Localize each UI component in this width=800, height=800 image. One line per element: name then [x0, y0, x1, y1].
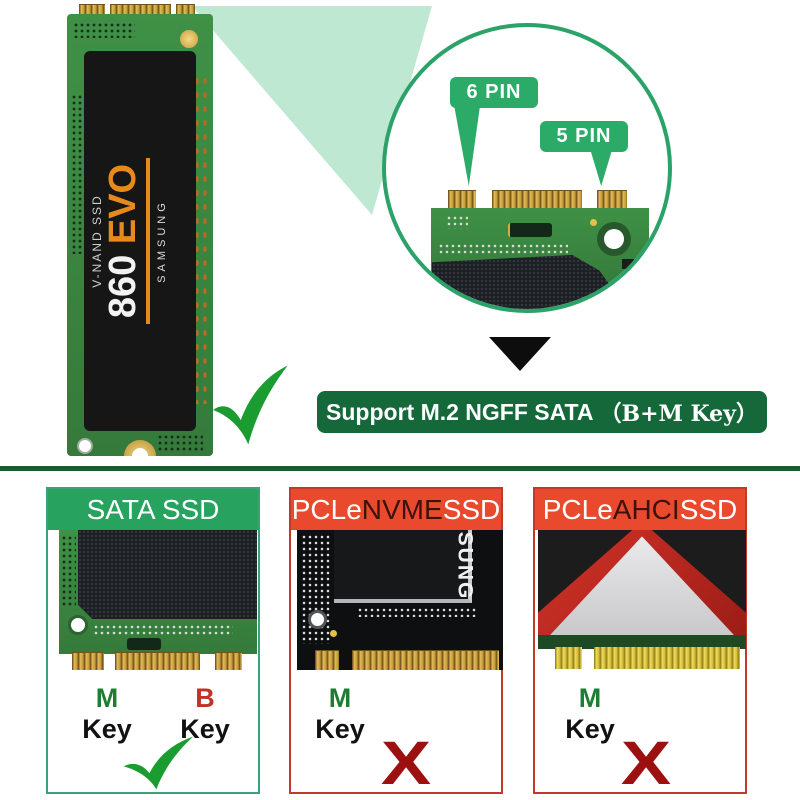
ssd-mounting-hole	[77, 438, 93, 454]
section-divider	[0, 466, 800, 471]
nvme-card-gold-dot	[330, 630, 337, 637]
ssd-gold-hole	[180, 30, 198, 48]
closeup-test-pads	[446, 215, 468, 229]
sata-card-pins-left	[72, 652, 104, 670]
sata-card-pins-middle	[115, 652, 200, 670]
nvme-card-pins-long	[352, 650, 499, 670]
check-icon	[123, 736, 194, 790]
panel-nvme-title-mid: NVME	[361, 493, 443, 525]
panel-ahci-title-post: SSD	[679, 493, 738, 525]
ahci-card-heatsink	[538, 530, 746, 637]
sata-card-connector-component	[127, 638, 161, 650]
magnifier-circle	[382, 23, 672, 313]
ssd-components-top	[73, 22, 135, 38]
ssd-pcb: V-NAND SSD 860 EVO SAMSUNG	[67, 14, 213, 456]
closeup-screw-hole	[604, 229, 624, 249]
panel-ahci-title-mid: AHCI	[612, 493, 680, 525]
ahci-heatsink-gray-fin	[544, 536, 740, 637]
ssd-label-text: V-NAND SSD 860 EVO SAMSUNG	[90, 71, 190, 411]
ssd-top-pins-middle	[110, 4, 171, 17]
sata-card-pcb	[59, 530, 257, 654]
down-arrow-icon	[489, 337, 551, 371]
m-key-letter: M	[95, 683, 119, 713]
ssd-photo: V-NAND SSD 860 EVO SAMSUNG	[67, 4, 213, 456]
m-key-word: Key	[82, 714, 132, 744]
panel-nvme-title-pre: PCLe	[291, 493, 362, 525]
closeup-edge-pad-2	[622, 285, 634, 295]
closeup-pins-5pin-group	[597, 190, 627, 212]
closeup-pins-middle-group	[492, 190, 582, 212]
ssd-model-number: 860	[102, 244, 144, 319]
ssd-top-pins-left	[79, 4, 105, 17]
nvme-card-pcb: SUNG	[297, 530, 503, 670]
nvme-card-pins-left	[315, 650, 339, 670]
key-label-b: B Key	[175, 685, 235, 743]
support-banner-text: Support M.2 NGFF SATA	[326, 398, 594, 425]
panel-ahci-ssd: PCLe AHCI SSD M Key X	[533, 487, 747, 794]
ssd-label-model: 860 EVO	[102, 157, 150, 325]
sata-card-chip	[78, 530, 257, 619]
ahci-card-pins-long	[594, 647, 740, 669]
x-icon: X	[380, 729, 432, 798]
support-banner-key-text: （B+M Key）	[599, 401, 758, 427]
ssd-components-left-column	[71, 94, 83, 254]
m-key-letter: M	[578, 683, 602, 713]
sata-card-component-row	[93, 624, 233, 635]
closeup-connector-component	[508, 223, 552, 237]
closeup-component-row	[438, 243, 568, 255]
ssd-model-variant: EVO	[102, 163, 144, 245]
ssd-components-right-column	[193, 74, 207, 404]
pin6-callout: 6 PIN	[450, 77, 538, 108]
m-key-word: Key	[565, 714, 615, 744]
check-icon	[213, 365, 288, 445]
closeup-flash-chip	[432, 255, 612, 309]
sata-card-left-components	[61, 535, 76, 607]
panel-sata-ssd: SATA SSD M Key B Key	[46, 487, 260, 794]
panel-nvme-ssd: PCLe NVME SSD SUNG M Key X	[289, 487, 503, 794]
key-label-m: M Key	[77, 685, 137, 743]
m-key-word: Key	[315, 714, 365, 744]
ssd-screw-notch	[132, 448, 148, 456]
ssd-label-sticker: V-NAND SSD 860 EVO SAMSUNG	[84, 51, 196, 431]
panel-nvme-header: PCLe NVME SSD	[291, 489, 501, 530]
pin5-label: 5 PIN	[556, 125, 612, 147]
sata-card-mounting-hole	[68, 615, 88, 635]
nvme-chip-text: SUNG	[453, 531, 477, 601]
sata-card-pins-right	[215, 652, 242, 670]
key-label-m: M Key	[310, 685, 370, 743]
nvme-card-chip: SUNG	[334, 530, 476, 603]
x-icon: X	[620, 729, 672, 798]
b-key-word: Key	[180, 714, 230, 744]
support-banner: Support M.2 NGFF SATA （B+M Key）	[317, 391, 767, 433]
pin6-label: 6 PIN	[466, 81, 522, 103]
b-key-letter: B	[195, 683, 215, 713]
panel-ahci-header: PCLe AHCI SSD	[535, 489, 745, 530]
nvme-card-mounting-hole	[308, 610, 327, 629]
panel-sata-title: SATA SSD	[86, 493, 220, 525]
key-label-m: M Key	[560, 685, 620, 743]
ahci-card-pins-left	[555, 647, 582, 669]
closeup-gold-dot	[590, 219, 597, 226]
closeup-edge-pad-1	[622, 259, 634, 269]
pin5-callout: 5 PIN	[540, 121, 628, 152]
ahci-card-pcb-strip	[538, 635, 746, 649]
closeup-pins-6pin-group	[448, 190, 476, 212]
m-key-letter: M	[328, 683, 352, 713]
panel-nvme-title-post: SSD	[442, 493, 501, 525]
ssd-brand: SAMSUNG	[155, 199, 168, 283]
nvme-card-pad-row	[357, 607, 477, 617]
ssd-top-pins-right	[176, 4, 195, 17]
ssd-bottom-pads	[157, 434, 203, 452]
panel-ahci-title-pre: PCLe	[542, 493, 613, 525]
panel-sata-header: SATA SSD	[48, 489, 258, 530]
